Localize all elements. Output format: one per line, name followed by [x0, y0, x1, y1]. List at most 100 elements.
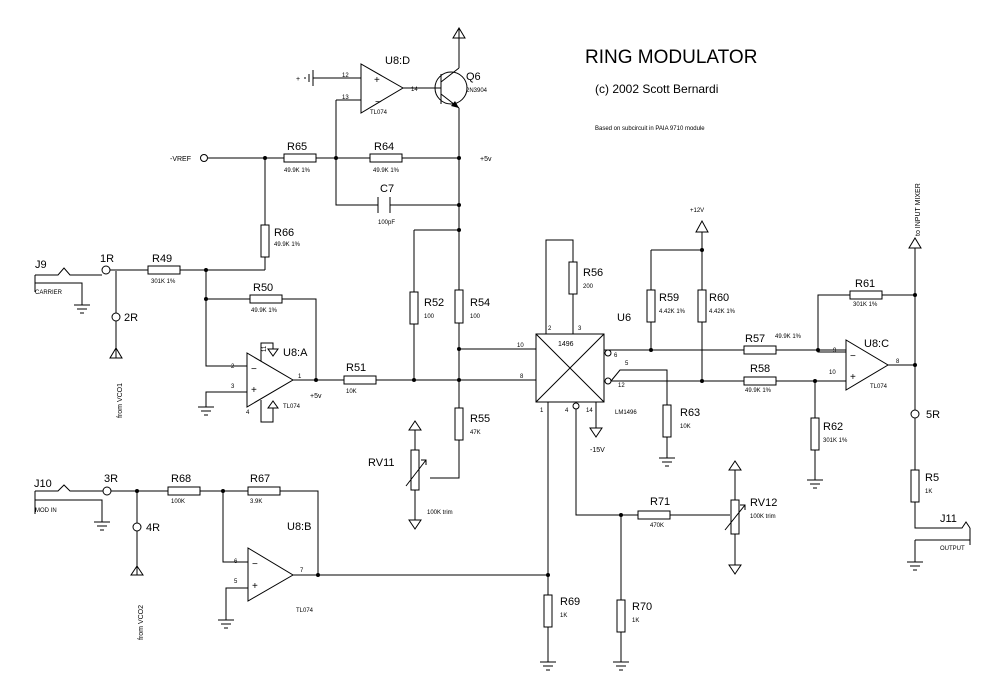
r59-resistor: R59 4.42K 1% [646, 289, 686, 323]
svg-text:R61: R61 [855, 278, 875, 290]
r51-resistor: R51 10K [343, 362, 377, 395]
svg-text:200: 200 [583, 284, 594, 290]
u6-label: U6 [617, 312, 631, 324]
r71-resistor: R71 470K [637, 496, 671, 529]
svg-text:3: 3 [578, 326, 582, 332]
u8a-opamp: − + U8:A TL074 2 3 1 11 4 [231, 345, 308, 416]
svg-text:C7: C7 [380, 183, 394, 195]
svg-text:RV11: RV11 [368, 457, 395, 469]
svg-text:1: 1 [540, 408, 544, 414]
svg-text:11: 11 [262, 345, 268, 352]
svg-text:301K 1%: 301K 1% [151, 279, 176, 285]
svg-text:14: 14 [411, 87, 418, 93]
plus5v-label-a: +5v [480, 156, 492, 163]
svg-text:7: 7 [300, 568, 304, 574]
r66-resistor: R66 49.9K 1% [260, 224, 301, 258]
r58-resistor: R58 49.9K 1% [743, 363, 777, 394]
svg-text:R64: R64 [374, 141, 394, 153]
svg-text:12: 12 [342, 73, 349, 79]
rv11-trimpot: RV11 100K trim [368, 420, 453, 530]
pin-5r [910, 409, 920, 419]
svg-text:−: − [252, 559, 258, 570]
r50-resistor: R50 49.9K 1% [249, 282, 283, 314]
svg-text:+: + [296, 76, 300, 83]
svg-text:4.42K 1%: 4.42K 1% [709, 309, 736, 315]
r62-resistor: R62 301K 1% [810, 417, 848, 451]
svg-text:10K: 10K [680, 424, 691, 430]
r55-resistor: R55 47K [454, 407, 490, 441]
plus5v-label-b: +5v [310, 393, 322, 400]
minus15v-label: -15V [590, 447, 605, 454]
svg-text:10: 10 [517, 343, 524, 349]
svg-text:OUTPUT: OUTPUT [940, 546, 965, 552]
svg-text:R5: R5 [925, 472, 939, 484]
source-note: Based on subcircuit in PAIA 9710 module [595, 126, 705, 132]
svg-text:CARRIER: CARRIER [35, 290, 63, 296]
svg-text:49.9K 1%: 49.9K 1% [274, 242, 301, 248]
svg-text:3.9K: 3.9K [250, 499, 262, 505]
r65-resistor: R65 49.9K 1% [283, 141, 317, 174]
svg-text:49.9K 1%: 49.9K 1% [251, 308, 278, 314]
r69-resistor: R69 1K [543, 594, 580, 628]
svg-text:R65: R65 [287, 141, 307, 153]
schematic-title: RING MODULATOR [585, 47, 757, 68]
svg-text:RV12: RV12 [750, 497, 777, 509]
pin-1r-label: 1R [100, 253, 114, 265]
svg-text:+: + [850, 372, 856, 383]
r70-resistor: R70 1K [616, 599, 652, 633]
r57-resistor: R57 49.9K 1% [743, 333, 802, 355]
svg-text:R71: R71 [650, 496, 670, 508]
pin-2r-label: 2R [124, 312, 138, 324]
svg-text:49.9K 1%: 49.9K 1% [745, 388, 772, 394]
svg-text:10K: 10K [346, 389, 357, 395]
pin-3r-label: 3R [104, 473, 118, 485]
svg-text:R51: R51 [346, 362, 366, 374]
svg-text:R54: R54 [470, 297, 490, 309]
q6-supply-arrow [452, 27, 466, 39]
r63-resistor: R63 10K [662, 404, 700, 438]
svg-text:R69: R69 [560, 596, 580, 608]
svg-text:9: 9 [833, 348, 837, 354]
svg-text:J10: J10 [34, 478, 52, 490]
svg-text:R49: R49 [152, 253, 172, 265]
svg-text:R62: R62 [823, 421, 843, 433]
u6-ic: 1496 U6 LM1496 2 3 10 8 1 4 14 6 5 12 [517, 312, 637, 416]
svg-text:5: 5 [234, 579, 238, 585]
svg-text:49.9K 1%: 49.9K 1% [373, 168, 400, 174]
r67-resistor: R67 3.9K [247, 473, 281, 505]
svg-text:R67: R67 [250, 473, 270, 485]
svg-text:47K: 47K [470, 430, 481, 436]
from-vco2-label: from VCO2 [138, 605, 145, 640]
svg-text:R52: R52 [424, 297, 444, 309]
svg-text:J11: J11 [940, 513, 957, 525]
pin-1r [101, 265, 111, 275]
u8d-label: U8:D [385, 55, 410, 67]
r68-resistor: R68 100K [167, 473, 201, 505]
svg-text:100K trim: 100K trim [427, 510, 453, 516]
r54-resistor: R54 100 [454, 289, 490, 324]
svg-text:R70: R70 [632, 601, 652, 613]
svg-text:2: 2 [548, 326, 552, 332]
to-input-mixer-label: to INPUT MIXER [915, 183, 922, 236]
svg-text:1K: 1K [632, 618, 639, 624]
svg-text:4.42K 1%: 4.42K 1% [659, 309, 686, 315]
from-vco1-label: from VCO1 [117, 383, 124, 418]
r61-resistor: R61 301K 1% [849, 278, 883, 308]
svg-text:4: 4 [246, 410, 250, 416]
rv12-trimpot: RV12 100K trim [724, 460, 777, 575]
svg-text:49.9K 1%: 49.9K 1% [284, 168, 311, 174]
svg-text:12: 12 [618, 383, 625, 389]
svg-text:MOD IN: MOD IN [35, 508, 57, 514]
r49-resistor: R49 301K 1% [147, 253, 181, 285]
svg-text:6: 6 [614, 353, 618, 359]
svg-text:R55: R55 [470, 413, 490, 425]
svg-text:R56: R56 [583, 267, 603, 279]
svg-text:8: 8 [896, 359, 900, 365]
c7-capacitor: C7 100pF [377, 183, 395, 226]
svg-text:1K: 1K [560, 613, 567, 619]
u6-part: LM1496 [615, 410, 637, 416]
u8c-opamp: − + U8:C TL074 9 10 8 [829, 338, 900, 391]
svg-text:R58: R58 [750, 363, 770, 375]
q6-transistor: Q6 2N3904 [434, 38, 488, 123]
r64-resistor: R64 49.9K 1% [369, 141, 403, 174]
